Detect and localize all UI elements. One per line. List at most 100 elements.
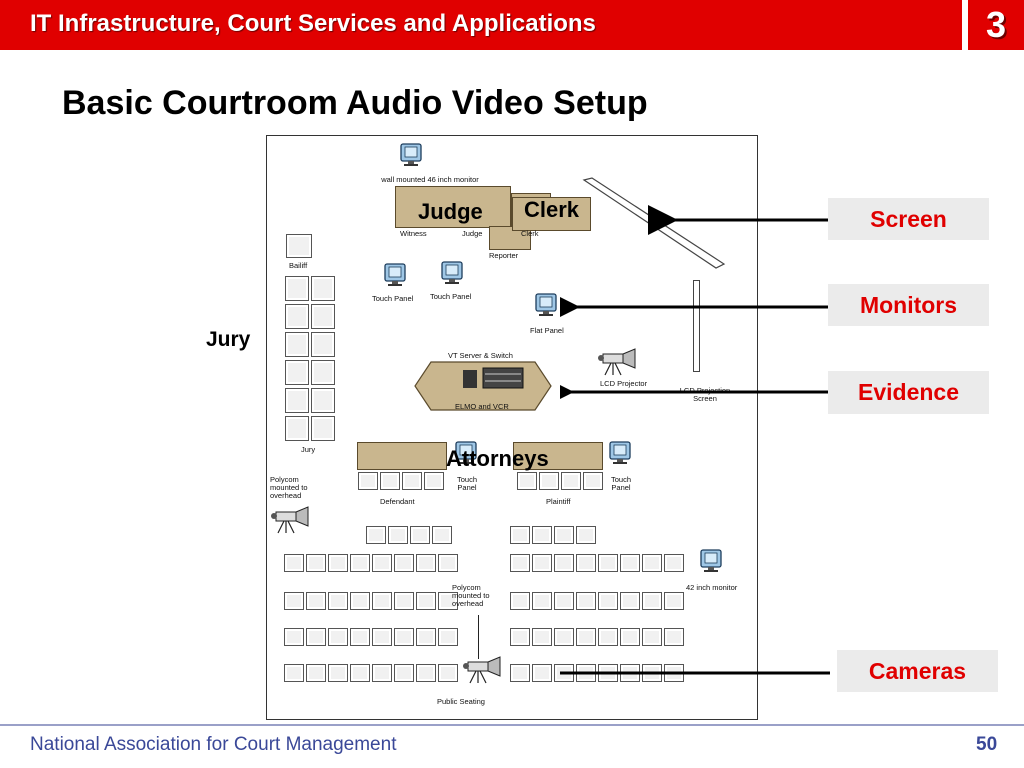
- seat: [438, 664, 458, 682]
- clerk-desk: [512, 197, 591, 231]
- seat: [372, 628, 392, 646]
- seat-row: [510, 628, 684, 646]
- jury-small-label: Jury: [301, 445, 316, 454]
- seat-row: [510, 554, 684, 572]
- footer-divider: [0, 724, 1024, 726]
- seat: [306, 628, 326, 646]
- judge-small-label: Judge: [462, 229, 483, 238]
- bailiff-seat: [286, 234, 312, 258]
- seat: [532, 664, 552, 682]
- seat-row: [284, 628, 458, 646]
- seat: [583, 472, 603, 490]
- seat: [576, 592, 596, 610]
- seat: [620, 554, 640, 572]
- seat: [598, 592, 618, 610]
- clerk-label: Clerk: [524, 197, 580, 222]
- polycom-label: Polycom mounted to overhead: [270, 475, 308, 500]
- evidence-table: [414, 361, 552, 411]
- seat: [328, 628, 348, 646]
- attorneys-label: Attorneys: [446, 446, 549, 471]
- page-title: Basic Courtroom Audio Video Setup: [62, 84, 648, 122]
- seat: [372, 554, 392, 572]
- defendant-seats: [358, 472, 444, 490]
- jury-seat: [311, 360, 335, 385]
- jury-seat: [285, 416, 309, 441]
- seat: [424, 472, 444, 490]
- seat: [510, 592, 530, 610]
- jury-seat: [285, 276, 309, 301]
- seat: [358, 472, 378, 490]
- touch-panel-label: Touch Panel: [610, 475, 631, 492]
- seat: [416, 592, 436, 610]
- seat-row: [284, 592, 458, 610]
- seat: [284, 592, 304, 610]
- seat: [350, 664, 370, 682]
- seat: [532, 628, 552, 646]
- jury-seat: [285, 388, 309, 413]
- jury-seat: [311, 276, 335, 301]
- seat: [554, 526, 574, 544]
- seat: [532, 592, 552, 610]
- seat: [372, 592, 392, 610]
- chapter-badge: [968, 0, 1024, 50]
- polycom-camera-icon: [462, 654, 506, 684]
- seat: [510, 526, 530, 544]
- defendant-label: Defendant: [380, 497, 415, 506]
- touch-panel-label: Touch Panel: [372, 294, 414, 303]
- seat: [598, 554, 618, 572]
- seat: [510, 664, 530, 682]
- plaintiff-seats: [517, 472, 603, 490]
- seat-row: [284, 554, 458, 572]
- seat: [432, 526, 452, 544]
- plaintiff-table: [513, 442, 603, 470]
- seat: [284, 664, 304, 682]
- seat-row: [366, 526, 452, 544]
- seat: [532, 554, 552, 572]
- polycom-label: Polycom mounted to overhead: [452, 583, 490, 608]
- seat: [416, 554, 436, 572]
- monitors-callout: Monitors: [828, 284, 989, 326]
- seat: [350, 628, 370, 646]
- jury-box: [285, 276, 335, 441]
- seat: [394, 592, 414, 610]
- page-number: 50: [976, 734, 998, 755]
- seat: [517, 472, 537, 490]
- seat: [510, 554, 530, 572]
- reporter-label: Reporter: [489, 251, 519, 260]
- chapter-number: 3: [985, 4, 1007, 45]
- seat: [438, 592, 458, 610]
- seat: [284, 554, 304, 572]
- monitor-42-label: 42 inch monitor: [686, 583, 738, 592]
- seat: [372, 664, 392, 682]
- seat: [438, 628, 458, 646]
- seat: [306, 592, 326, 610]
- seat: [416, 628, 436, 646]
- header-title: IT Infrastructure, Court Services and Ap…: [30, 10, 596, 37]
- seat: [642, 628, 662, 646]
- seat: [510, 628, 530, 646]
- wall-monitor-icon: [397, 142, 425, 168]
- plaintiff-label: Plaintiff: [546, 497, 571, 506]
- seat: [576, 554, 596, 572]
- polycom-mount-line: [478, 615, 479, 659]
- lcd-screen-drawing: [693, 280, 700, 372]
- seat: [554, 628, 574, 646]
- jury-seat: [311, 304, 335, 329]
- bailiff-label: Bailiff: [289, 261, 308, 270]
- seat-row: [510, 592, 684, 610]
- evidence-callout: Evidence: [828, 371, 989, 414]
- seat: [328, 592, 348, 610]
- seat: [620, 628, 640, 646]
- public-seating-label: Public Seating: [437, 697, 485, 706]
- seat: [532, 526, 552, 544]
- seat: [388, 526, 408, 544]
- wall-monitor-label: wall mounted 46 inch monitor: [381, 175, 479, 184]
- callout-arrows: [560, 205, 830, 675]
- seat: [664, 592, 684, 610]
- jury-label: Jury: [206, 328, 251, 351]
- jury-seat: [285, 360, 309, 385]
- seat: [366, 526, 386, 544]
- jury-seat: [285, 304, 309, 329]
- seat: [561, 472, 581, 490]
- jury-seat: [311, 416, 335, 441]
